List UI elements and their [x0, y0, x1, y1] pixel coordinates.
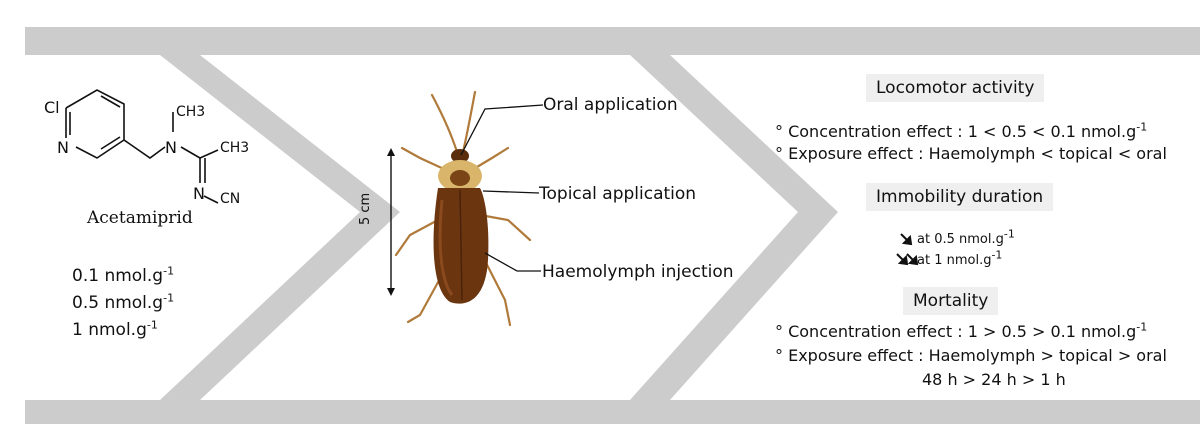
- dose-3: 1 nmol.g-1: [72, 318, 158, 340]
- immobility-line-1-text: at 0.5 nmol.g: [917, 232, 1004, 247]
- atom-n-ring: N: [57, 138, 69, 157]
- locomotor-concentration-text: ° Concentration effect : 1 < 0.5 < 0.1 n…: [775, 122, 1137, 141]
- locomotor-concentration-effect: ° Concentration effect : 1 < 0.5 < 0.1 n…: [775, 122, 1147, 141]
- atom-n-imine: N: [193, 184, 205, 203]
- immobility-line-1: at 0.5 nmol.g-1: [917, 229, 1015, 247]
- dose-3-value: 1 nmol.g: [72, 320, 147, 340]
- mortality-title: Mortality: [903, 287, 999, 315]
- immobility-line-2: at 1 nmol.g-1: [917, 250, 1002, 268]
- locomotor-activity-title: Locomotor activity: [866, 74, 1045, 102]
- atom-cl: Cl: [44, 98, 60, 117]
- chevron-arrow-1: [160, 55, 400, 400]
- label-haemolymph-injection: Haemolymph injection: [542, 262, 734, 282]
- mortality-concentration-text: ° Concentration effect : 1 > 0.5 > 0.1 n…: [775, 322, 1137, 341]
- mortality-concentration-exp: -1: [1136, 320, 1148, 334]
- down-arrows-icon: [896, 233, 919, 266]
- compound-name: Acetamiprid: [87, 208, 193, 228]
- bottom-band: [25, 400, 1200, 424]
- locomotor-concentration-exp: -1: [1136, 120, 1148, 134]
- dose-2-exp: -1: [163, 291, 175, 305]
- atom-cn: CN: [220, 191, 241, 207]
- dose-2-value: 0.5 nmol.g: [72, 293, 164, 313]
- atom-ch3-top: CH3: [176, 104, 206, 120]
- scale-label: 5 cm: [358, 192, 373, 225]
- acetamiprid-structure: [65, 89, 219, 204]
- dose-1-exp: -1: [163, 264, 175, 278]
- dose-3-exp: -1: [146, 318, 158, 332]
- cockroach-illustration: [394, 90, 532, 327]
- immobility-line-2-exp: -1: [991, 248, 1003, 262]
- atom-ch3-right: CH3: [220, 140, 250, 156]
- dose-1: 0.1 nmol.g-1: [72, 264, 175, 286]
- dose-2: 0.5 nmol.g-1: [72, 291, 175, 313]
- mortality-concentration-effect: ° Concentration effect : 1 > 0.5 > 0.1 n…: [775, 322, 1147, 341]
- dose-1-value: 0.1 nmol.g: [72, 266, 164, 286]
- callout-lines: [460, 104, 544, 272]
- mortality-time-effect: 48 h > 24 h > 1 h: [922, 370, 1066, 389]
- immobility-line-2-text: at 1 nmol.g: [917, 253, 992, 268]
- locomotor-exposure-effect: ° Exposure effect : Haemolymph < topical…: [775, 144, 1167, 163]
- immobility-duration-title: Immobility duration: [866, 183, 1054, 211]
- label-topical-application: Topical application: [539, 184, 697, 204]
- mortality-exposure-effect: ° Exposure effect : Haemolymph > topical…: [775, 346, 1167, 365]
- chevron-arrow-2: [630, 55, 838, 400]
- atom-n-amine: N: [165, 138, 177, 157]
- immobility-line-1-exp: -1: [1003, 227, 1015, 241]
- top-band: [25, 27, 1200, 55]
- scale-arrow: [387, 148, 395, 296]
- label-oral-application: Oral application: [543, 95, 678, 115]
